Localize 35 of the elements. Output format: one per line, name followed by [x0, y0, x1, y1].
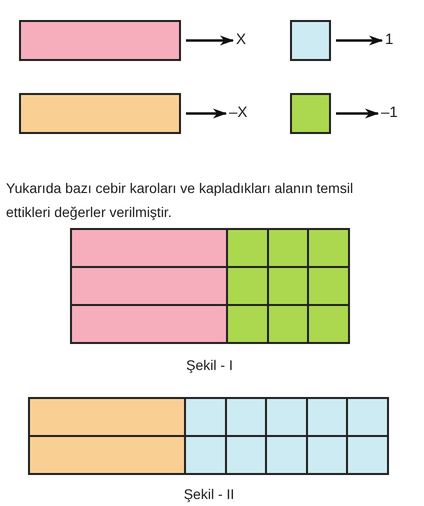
algebra-tile [226, 304, 268, 344]
value-label: –1 [381, 103, 401, 123]
algebra-tile [265, 435, 308, 475]
algebra-tile [224, 435, 267, 475]
algebra-tile [290, 20, 331, 61]
algebra-tile [290, 93, 331, 134]
algebra-tile [19, 20, 181, 61]
algebra-tile [70, 266, 228, 306]
algebra-tile [266, 304, 309, 344]
algebra-tile [184, 435, 226, 475]
value-label: X [236, 30, 248, 50]
algebra-tile [28, 435, 186, 475]
figure-caption: Şekil - I [185, 356, 234, 374]
arrow [336, 108, 379, 118]
algebra-tile [28, 397, 186, 437]
value-label: 1 [385, 30, 395, 50]
algebra-tile [307, 304, 350, 344]
algebra-tile [19, 93, 181, 134]
algebra-tile [70, 228, 228, 268]
arrow [186, 36, 234, 46]
algebra-tile [346, 397, 388, 437]
figure-caption: Şekil - II [182, 485, 236, 503]
arrow [336, 36, 383, 46]
algebra-tile [70, 304, 228, 344]
algebra-tile [184, 397, 226, 437]
algebra-tile [306, 435, 348, 475]
algebra-tile [346, 435, 388, 475]
algebra-tile [265, 397, 308, 437]
value-label: –X [229, 103, 251, 123]
arrow [186, 108, 227, 118]
algebra-tile [307, 266, 350, 306]
algebra-tile [307, 228, 350, 268]
algebra-tile [226, 228, 268, 268]
algebra-tile [226, 266, 268, 306]
description-text: Yukarıda bazı cebir karoları ve kapladıkları alanın temsil ettikleri değerler verilmiştir. [6, 179, 354, 222]
